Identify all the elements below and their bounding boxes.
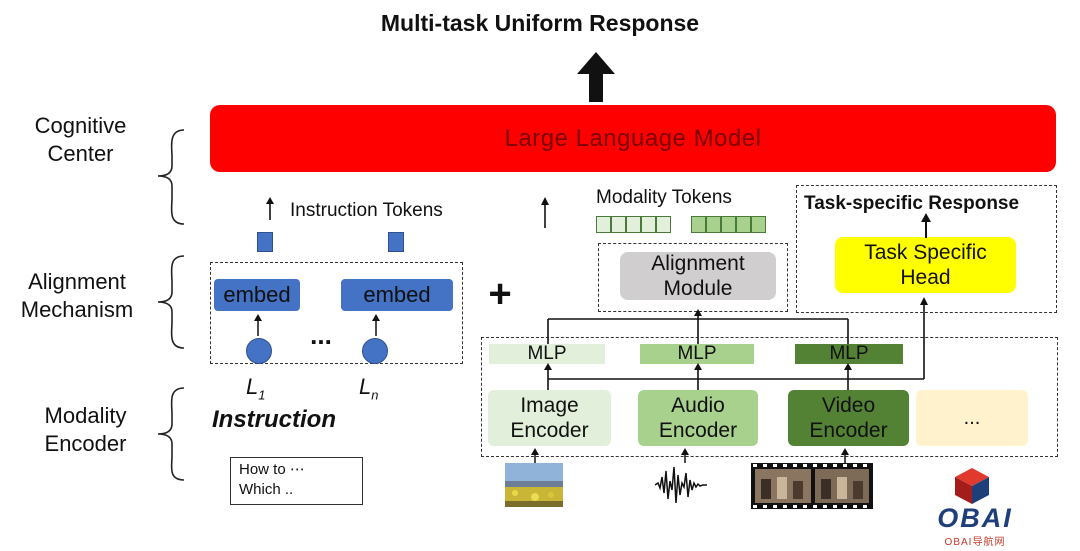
task-head-up-arrow-icon bbox=[921, 213, 931, 238]
section-braces bbox=[157, 129, 185, 481]
video-input-filmstrip bbox=[751, 463, 873, 509]
modality-tokens-light bbox=[596, 216, 671, 233]
prompt-line-2: Which .. bbox=[239, 481, 294, 498]
embed-block-n: embed bbox=[341, 279, 453, 311]
connector-lines bbox=[544, 297, 928, 390]
diagram-title: Multi-task Uniform Response bbox=[380, 10, 700, 36]
instruction-prompt-box: How to ⋯ Which .. bbox=[230, 457, 363, 505]
instruction-label: Instruction bbox=[212, 406, 336, 433]
brace-alignment bbox=[157, 255, 185, 349]
modality-tokens-label: Modality Tokens bbox=[596, 187, 732, 208]
instruction-input-circle bbox=[246, 338, 272, 364]
instruction-input-circle bbox=[362, 338, 388, 364]
watermark-subtitle: OBAI导航网 bbox=[944, 537, 1006, 548]
image-input-thumbnail bbox=[505, 463, 563, 507]
alignment-module: Alignment Module bbox=[620, 252, 776, 300]
label-modality-encoder: Modality Encoder bbox=[44, 403, 127, 456]
embed-group-box bbox=[210, 262, 463, 364]
audio-input-waveform bbox=[655, 463, 707, 507]
embed-ellipsis: ... bbox=[310, 319, 332, 350]
modality-up-arrow-icon bbox=[541, 197, 549, 228]
task-specific-response-label: Task-specific Response bbox=[804, 193, 1020, 214]
brace-encoder bbox=[157, 387, 185, 481]
instruction-tokens-label: Instruction Tokens bbox=[290, 200, 443, 221]
brace-cognitive bbox=[157, 129, 185, 225]
label-ln: Ln bbox=[359, 374, 379, 403]
instruction-token-square bbox=[257, 232, 273, 252]
mlp-video: MLP bbox=[795, 343, 903, 364]
label-alignment-mechanism: Alignment Mechanism bbox=[20, 269, 134, 322]
embed-arrows bbox=[254, 314, 380, 336]
image-encoder: Image Encoder bbox=[488, 390, 611, 446]
llm-block: Large Language Model bbox=[210, 105, 1056, 172]
video-encoder: Video Encoder bbox=[788, 390, 909, 446]
instruction-token-square bbox=[388, 232, 404, 252]
more-encoders: ... bbox=[916, 390, 1028, 446]
mlp-audio: MLP bbox=[640, 343, 754, 364]
input-arrows bbox=[531, 448, 689, 465]
encoder-group-box bbox=[481, 337, 1058, 457]
plus-sign: + bbox=[488, 271, 512, 316]
task-specific-box bbox=[796, 185, 1057, 313]
alignment-module-box bbox=[598, 243, 788, 312]
obai-logo-icon bbox=[955, 468, 989, 504]
mlp-image: MLP bbox=[489, 343, 605, 364]
output-arrow-icon bbox=[577, 52, 615, 102]
audio-encoder: Audio Encoder bbox=[638, 390, 758, 446]
watermark-brand: OBAI bbox=[937, 503, 1013, 533]
modality-tokens-dark bbox=[691, 216, 766, 233]
instruction-up-arrow-icon bbox=[266, 197, 274, 220]
task-specific-head: Task Specific Head bbox=[835, 237, 1016, 293]
label-l1: L1 bbox=[246, 374, 266, 403]
embed-block-1: embed bbox=[214, 279, 300, 311]
prompt-line-1: How to ⋯ bbox=[239, 461, 305, 478]
label-cognitive-center: Cognitive Center bbox=[34, 113, 127, 166]
